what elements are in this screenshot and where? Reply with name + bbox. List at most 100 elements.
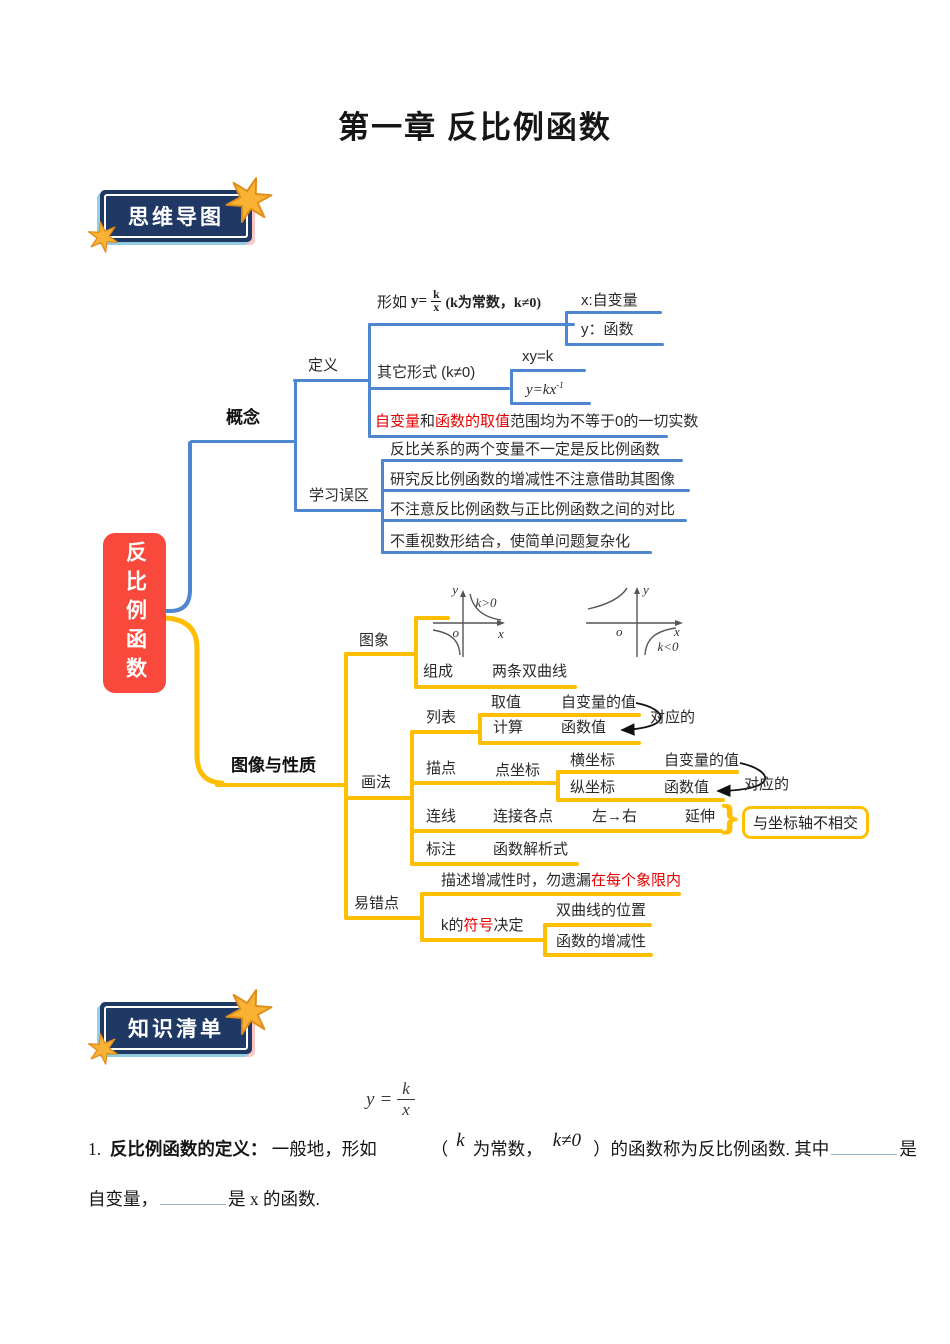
node-take-value: 取值 bbox=[491, 694, 522, 711]
node-left-right: 左→右 bbox=[592, 808, 638, 825]
branch-line bbox=[293, 379, 370, 382]
node-abscissa: 横坐标 bbox=[570, 752, 616, 769]
branch-line bbox=[556, 798, 725, 802]
branch-line bbox=[565, 311, 662, 314]
branch-line bbox=[381, 489, 690, 492]
formula-condition: (k为常数，k≠0) bbox=[445, 295, 542, 311]
node-join-points: 连接各点 bbox=[493, 808, 554, 825]
branch-line bbox=[510, 369, 586, 372]
branch-curve-blue bbox=[164, 441, 192, 613]
branch-line bbox=[381, 459, 384, 554]
branch-line bbox=[478, 713, 641, 717]
math-k: k bbox=[456, 1130, 465, 1151]
badge-label: 知识清单 bbox=[128, 1018, 224, 1041]
brace-glyph: } bbox=[718, 798, 742, 837]
branch-line bbox=[543, 923, 652, 927]
branch-line bbox=[478, 713, 482, 745]
node-concept: 概念 bbox=[226, 408, 260, 427]
section-badge-knowledge: 知识清单 bbox=[100, 1002, 252, 1054]
branch-line bbox=[414, 685, 577, 689]
node-drawing: 画法 bbox=[361, 774, 392, 791]
node-definition: 定义 bbox=[308, 357, 339, 374]
node-calc: 计算 bbox=[493, 719, 524, 736]
branch-line bbox=[556, 770, 560, 802]
node-compose-value: 两条双曲线 bbox=[492, 663, 568, 680]
node-range: 自变量和函数的取值范围均为不等于0的一切实数 bbox=[375, 413, 699, 430]
node-corresponding: 对应的 bbox=[650, 709, 696, 726]
section-badge-mindmap: 思维导图 bbox=[100, 190, 252, 242]
star-icon bbox=[87, 221, 119, 253]
branch-line bbox=[381, 519, 687, 522]
axis-label-x: x bbox=[673, 624, 680, 639]
node-list: 列表 bbox=[426, 709, 457, 726]
branch-line bbox=[478, 741, 641, 745]
pitfall-k-sign: k的符号决定 bbox=[441, 917, 524, 934]
branch-line bbox=[510, 369, 513, 405]
math-k-not-zero: k≠0 bbox=[552, 1130, 582, 1151]
branch-line bbox=[296, 509, 383, 512]
axis-label-x: x bbox=[497, 626, 504, 641]
node-hyperbola-position: 双曲线的位置 bbox=[556, 902, 647, 919]
formula-fraction: k x bbox=[431, 289, 442, 315]
branch-line bbox=[420, 938, 546, 942]
mindmap-root-node: 反比例函数 bbox=[103, 533, 166, 693]
y-axis-arrowhead bbox=[460, 590, 466, 597]
fill-in-blank bbox=[160, 1189, 226, 1205]
x-axis-arrowhead bbox=[675, 620, 683, 626]
y-axis-arrowhead bbox=[634, 587, 640, 594]
node-compose: 组成 bbox=[423, 663, 454, 680]
branch-line bbox=[556, 770, 739, 774]
item-number: 1. bbox=[88, 1139, 102, 1159]
branch-line bbox=[344, 652, 417, 656]
formula-fraction: k x bbox=[397, 1079, 415, 1121]
formula-lhs: y= bbox=[411, 293, 428, 310]
node-mark: 标注 bbox=[426, 841, 457, 858]
misconception-item: 不重视数形结合，使简单问题复杂化 bbox=[390, 533, 631, 550]
node-other-form: 其它形式 (k≠0) bbox=[377, 364, 476, 381]
node-graph-properties: 图像与性质 bbox=[231, 756, 316, 775]
branch-line bbox=[368, 323, 371, 438]
origin-label: o bbox=[453, 625, 460, 640]
callout-no-axis-intersect: 与坐标轴不相交 bbox=[742, 806, 870, 839]
node-point-coords: 点坐标 bbox=[495, 762, 541, 779]
node-formula: 形如 y= k x (k为常数，k≠0) bbox=[377, 289, 541, 314]
branch-line bbox=[294, 379, 297, 512]
branch-line bbox=[368, 435, 668, 438]
node-pitfalls: 易错点 bbox=[354, 895, 400, 912]
node-function-monotonicity: 函数的增减性 bbox=[556, 933, 647, 950]
node-plot: 描点 bbox=[426, 760, 457, 777]
x-axis-arrowhead bbox=[497, 620, 505, 626]
branch-line bbox=[414, 616, 450, 620]
badge-label: 思维导图 bbox=[128, 206, 224, 229]
axis-label-y: y bbox=[641, 582, 649, 597]
pitfall-monotonicity: 描述增减性时，勿遗漏在每个象限内 bbox=[441, 872, 682, 889]
star-icon bbox=[87, 1033, 119, 1065]
branch-line bbox=[381, 551, 652, 554]
k-negative-label: k<0 bbox=[657, 639, 679, 654]
k-positive-label: k>0 bbox=[475, 595, 497, 610]
misconception-item: 不注意反比例函数与正比例函数之间的对比 bbox=[390, 501, 676, 518]
node-function-value: 函数值 bbox=[561, 719, 607, 736]
badge-frame bbox=[100, 190, 252, 242]
star-icon bbox=[225, 177, 273, 223]
branch-curve-yellow bbox=[163, 615, 225, 786]
branch-line bbox=[510, 402, 591, 405]
branch-line bbox=[420, 892, 681, 896]
node-y-note: y：函数 bbox=[581, 321, 634, 338]
badge-frame bbox=[100, 1002, 252, 1054]
node-form-xyk: xy=k bbox=[522, 348, 554, 365]
hyperbola-graph-k-positive bbox=[432, 593, 502, 657]
branch-line bbox=[344, 652, 348, 920]
branch-line bbox=[215, 783, 347, 787]
node-graph: 图象 bbox=[359, 632, 390, 649]
branch-line bbox=[565, 311, 568, 346]
node-connect: 连线 bbox=[426, 808, 457, 825]
node-independent-value: 自变量的值 bbox=[561, 694, 637, 711]
branch-line bbox=[410, 730, 414, 866]
node-misconceptions: 学习误区 bbox=[309, 487, 370, 504]
branch-line bbox=[543, 923, 547, 957]
branch-line bbox=[410, 730, 481, 734]
branch-line bbox=[543, 953, 653, 957]
node-ordinate: 纵坐标 bbox=[570, 779, 616, 796]
